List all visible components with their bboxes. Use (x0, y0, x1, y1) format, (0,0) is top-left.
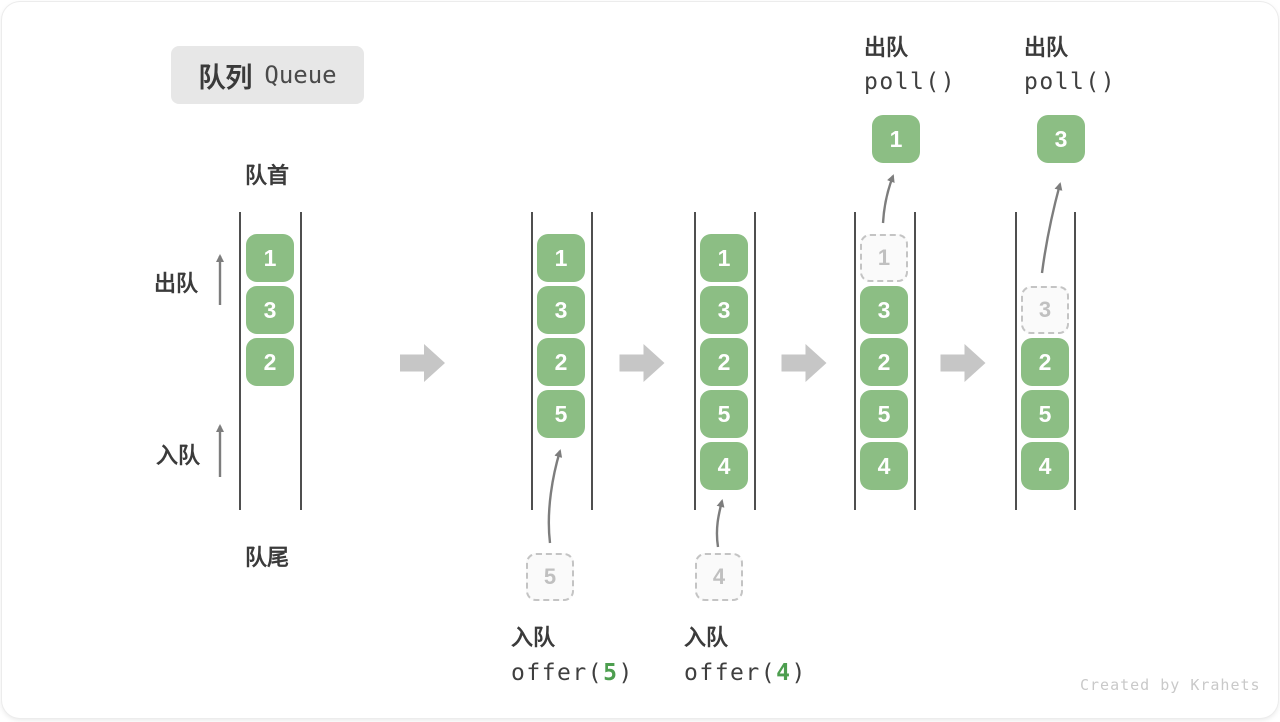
op-poll1-label: 出队 (864, 35, 909, 60)
code-arg: 5 (603, 660, 619, 686)
queue-item: 2 (537, 338, 585, 386)
queue-item: 5 (860, 390, 908, 438)
queue-wall (754, 212, 756, 510)
queue-item: 2 (700, 338, 748, 386)
queue-wall (591, 212, 593, 510)
queue-wall (1015, 212, 1017, 510)
queue-wall (531, 212, 533, 510)
op-enqueue4-label: 入队 (684, 625, 729, 650)
title-en: Queue (264, 61, 337, 89)
queue-item: 4 (1021, 442, 1069, 490)
flow-arrow-2 (619, 344, 665, 382)
op-poll2-code: poll() (1024, 69, 1117, 95)
queue-item: 5 (700, 390, 748, 438)
op-enqueue5: 入队 offer(5) (511, 620, 634, 686)
op-poll1: 出队 poll() (864, 30, 956, 95)
title-box: 队列 Queue (171, 46, 364, 104)
code-text: ) (791, 660, 807, 686)
op-poll1-code: poll() (864, 69, 957, 95)
op-poll2: 出队 poll() (1024, 30, 1116, 95)
title-zh: 队列 (198, 62, 253, 93)
label-queue-rear: 队尾 (245, 545, 290, 570)
flow-arrow-4 (940, 344, 986, 382)
queue-item: 5 (537, 390, 585, 438)
label-dequeue: 出队 (154, 271, 199, 296)
removed-item: 1 (860, 234, 908, 282)
queue-item: 2 (860, 338, 908, 386)
op-enqueue5-code: offer(5) (511, 660, 634, 686)
code-text: ) (618, 660, 634, 686)
queue-wall (694, 212, 696, 510)
label-queue-front: 队首 (245, 163, 290, 188)
queue-item: 1 (700, 234, 748, 282)
enqueue5-arrow (547, 449, 563, 544)
queue-item: 2 (246, 338, 294, 386)
queue-item: 2 (1021, 338, 1069, 386)
watermark: Created by Krahets (1080, 676, 1261, 694)
queue-wall (854, 212, 856, 510)
label-enqueue: 入队 (156, 443, 201, 468)
op-poll2-label: 出队 (1024, 35, 1069, 60)
queue-item: 1 (246, 234, 294, 282)
flow-arrow-1 (400, 344, 445, 382)
queue-item: 5 (1021, 390, 1069, 438)
op-enqueue5-label: 入队 (511, 625, 556, 650)
queue-item: 4 (700, 442, 748, 490)
pending-item: 4 (695, 553, 743, 601)
op-enqueue4-code: offer(4) (684, 660, 807, 686)
poll2-arrow (1040, 182, 1063, 274)
queue-wall (300, 212, 302, 510)
removed-item: 3 (1021, 286, 1069, 334)
queue-wall (239, 212, 241, 510)
code-text: offer( (684, 660, 777, 686)
code-arg: 4 (776, 660, 792, 686)
enqueue4-arrow (715, 499, 725, 548)
queue-wall (914, 212, 916, 510)
poll1-arrow (881, 174, 895, 224)
queue-item: 1 (537, 234, 585, 282)
queue-item: 3 (246, 286, 294, 334)
dequeued-item: 1 (872, 115, 920, 163)
queue-item: 3 (700, 286, 748, 334)
queue-wall (1074, 212, 1076, 510)
queue-item: 4 (860, 442, 908, 490)
op-enqueue4: 入队 offer(4) (684, 620, 807, 686)
queue-item: 3 (537, 286, 585, 334)
code-text: offer( (511, 660, 604, 686)
flow-arrow-3 (781, 344, 827, 382)
dequeued-item: 3 (1037, 115, 1085, 163)
queue-item: 3 (860, 286, 908, 334)
pending-item: 5 (526, 553, 574, 601)
